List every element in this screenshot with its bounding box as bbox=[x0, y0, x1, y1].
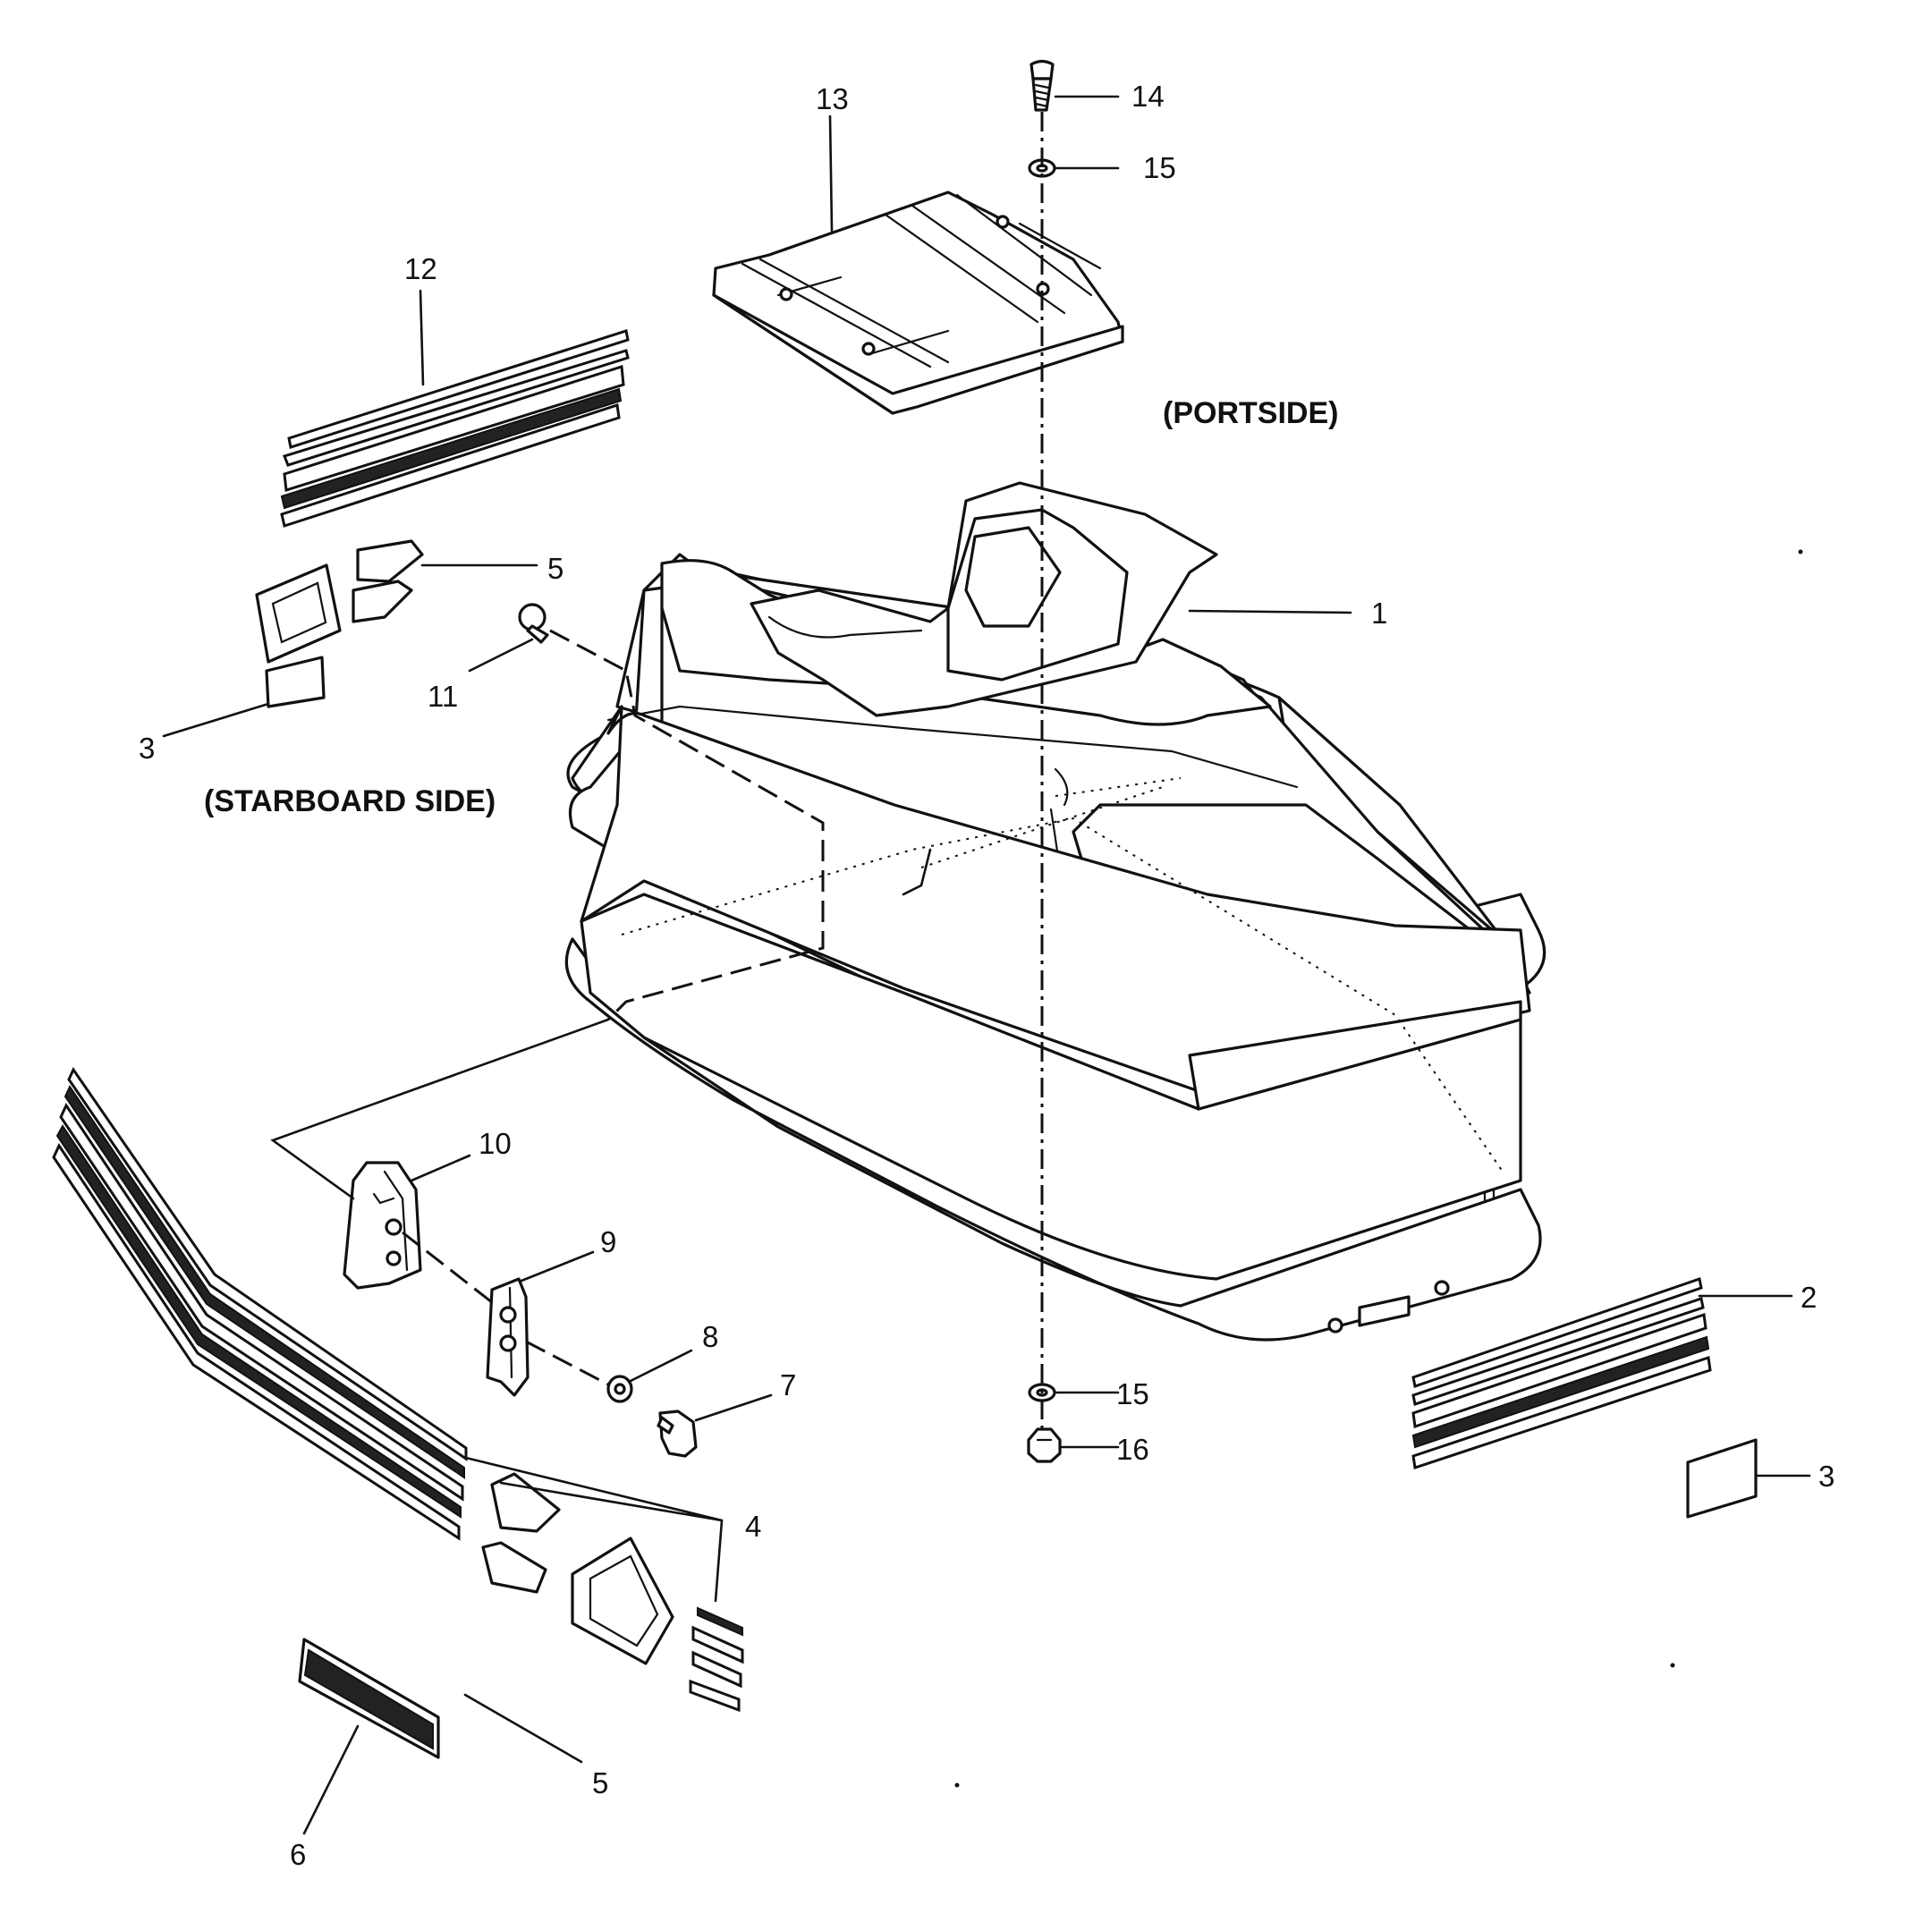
leader-7 bbox=[694, 1393, 773, 1422]
decal-stripes-4[interactable] bbox=[52, 1066, 468, 1541]
callout-15-bottom: 15 bbox=[1116, 1377, 1149, 1410]
screw-7[interactable] bbox=[657, 1410, 698, 1458]
portside-note: (PORTSIDE) bbox=[1163, 396, 1338, 430]
callout-4: 4 bbox=[745, 1510, 761, 1543]
callout-5-lower: 5 bbox=[592, 1766, 608, 1799]
scan-speck bbox=[954, 1782, 960, 1788]
decal-stripes-12[interactable] bbox=[280, 329, 630, 528]
hidden-line-internal bbox=[621, 817, 1504, 1173]
callout-13: 13 bbox=[816, 82, 849, 115]
callout-9: 9 bbox=[600, 1225, 616, 1258]
emblem-5-starboard[interactable] bbox=[255, 539, 424, 708]
leader-9 bbox=[520, 1250, 595, 1283]
decal-stripes-2[interactable] bbox=[1411, 1277, 1712, 1469]
callout-12: 12 bbox=[404, 252, 437, 285]
leader-5b bbox=[463, 1693, 583, 1764]
hidden-line-11 bbox=[549, 629, 825, 1021]
nameplate-6[interactable] bbox=[298, 1638, 440, 1759]
leader-1 bbox=[1188, 609, 1352, 614]
plug-11[interactable] bbox=[518, 603, 549, 644]
bracket-link-line bbox=[270, 1018, 610, 1200]
washer-8[interactable] bbox=[606, 1375, 633, 1403]
callout-10: 10 bbox=[479, 1127, 512, 1160]
emblem-4-set[interactable] bbox=[481, 1472, 744, 1713]
callout-1: 1 bbox=[1371, 597, 1387, 630]
leader-12 bbox=[419, 289, 425, 386]
leader-10 bbox=[410, 1154, 471, 1182]
callout-3-starboard: 3 bbox=[139, 732, 155, 765]
leader-13 bbox=[828, 114, 834, 233]
hidden-line-internal-2 bbox=[920, 777, 1182, 868]
leader-11 bbox=[468, 638, 534, 673]
hidden-line-bracket bbox=[402, 1231, 609, 1386]
leader-6 bbox=[302, 1724, 360, 1835]
callout-16: 16 bbox=[1116, 1433, 1149, 1466]
label-3-port[interactable] bbox=[1686, 1438, 1758, 1519]
bracket-10[interactable] bbox=[343, 1161, 422, 1290]
scan-speck bbox=[1798, 549, 1803, 555]
callout-8: 8 bbox=[702, 1320, 718, 1353]
callout-6: 6 bbox=[290, 1838, 306, 1871]
callout-7: 7 bbox=[780, 1368, 796, 1401]
leader-8 bbox=[627, 1349, 693, 1384]
callout-5-starboard: 5 bbox=[547, 552, 564, 585]
callout-14: 14 bbox=[1131, 80, 1165, 113]
callout-2: 2 bbox=[1801, 1281, 1817, 1314]
callout-15-top: 15 bbox=[1143, 151, 1176, 184]
callout-3-port: 3 bbox=[1818, 1460, 1835, 1493]
top-cover[interactable] bbox=[712, 190, 1124, 415]
leader-4 bbox=[464, 1456, 724, 1603]
leader-3a bbox=[162, 702, 270, 738]
nut-16[interactable] bbox=[1027, 1427, 1062, 1463]
bracket-9[interactable] bbox=[486, 1277, 530, 1397]
link-line-2 bbox=[902, 848, 932, 896]
screw-14[interactable] bbox=[1030, 59, 1055, 112]
callout-11: 11 bbox=[428, 680, 458, 713]
scan-speck bbox=[1670, 1663, 1675, 1668]
top-cowl[interactable] bbox=[564, 481, 1546, 1342]
starboard-note: (STARBOARD SIDE) bbox=[204, 784, 496, 818]
